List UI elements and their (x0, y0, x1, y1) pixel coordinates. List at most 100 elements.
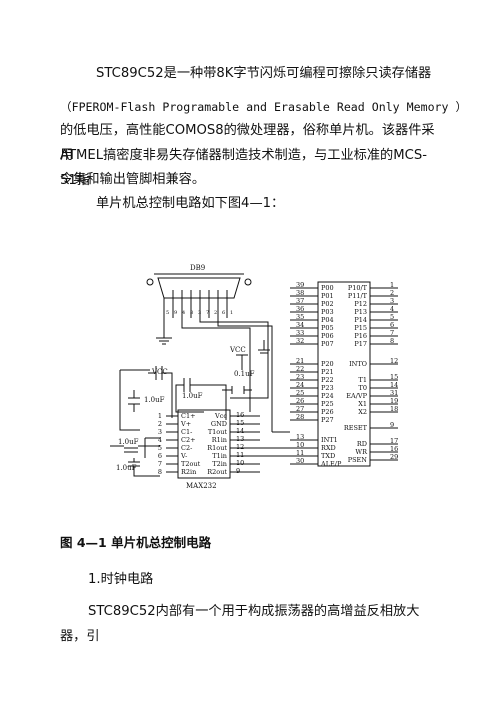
control-circuit-schematic: DB9 MAX232 VCC VCC 1.0uF 1.0uF 0.1uF 1.0… (110, 264, 398, 490)
db9-pin-number: 6 (222, 310, 225, 316)
max232-left-pin-name: C1+ (181, 412, 196, 420)
mcu-left-pin-name: P23 (321, 384, 334, 392)
mcu-left-pin-number: 23 (296, 373, 304, 381)
mcu-left-pin-number: 22 (296, 365, 304, 373)
mcu-left-pin-number: 33 (296, 329, 304, 337)
cap-label-3: 0.1uF (234, 370, 255, 378)
vcc-label-left: VCC (151, 368, 168, 376)
mcu-right-pin-number: 1 (390, 281, 394, 289)
mcu-right-pin-number: 12 (390, 357, 398, 365)
mcu-right-pin-name: P12 (354, 300, 367, 308)
mcu-left-pin-name: P21 (321, 368, 334, 376)
max232-left-pin-number: 4 (158, 436, 162, 444)
mcu-right-pin-number: 14 (390, 381, 398, 389)
mcu-chip (317, 281, 371, 467)
max232-left-pin-number: 3 (158, 428, 162, 436)
mcu-left-pin-number: 27 (296, 405, 304, 413)
mcu-left-pin-name: RXD (321, 444, 336, 452)
mcu-left-pin-name: TXD (321, 452, 335, 460)
mcu-right-pin-name: P16 (354, 332, 367, 340)
mcu-left-pin-number: 38 (296, 289, 304, 297)
mcu-right-pin-number: 4 (390, 305, 394, 313)
max232-left-pin-number: 2 (158, 420, 162, 428)
mcu-right-pin-name: P15 (354, 324, 367, 332)
mcu-left-pin-number: 21 (296, 357, 304, 365)
mcu-right-pin-name: WR (355, 448, 368, 456)
mcu-left-pin-number: 32 (296, 337, 304, 345)
cap-label-5: 1.0uF (116, 464, 137, 472)
max232-right-pin-number: 16 (236, 411, 244, 419)
max232-left-pin-number: 8 (158, 468, 162, 476)
mcu-left-pin-number: 36 (296, 305, 304, 313)
max232-right-pin-number: 9 (236, 467, 240, 475)
mcu-right-pin-number: 2 (390, 289, 394, 297)
mcu-left-pin-name: P24 (321, 392, 334, 400)
db9-pin-number: 7 (206, 310, 209, 316)
db9-pin-number: 2 (214, 310, 217, 316)
max232-right-pin-name: T1out (208, 428, 228, 436)
max232-right-pin-number: 11 (236, 451, 244, 459)
mcu-left-pin-number: 30 (296, 457, 304, 465)
max232-label: MAX232 (186, 482, 217, 490)
mcu-right-pin-name: P14 (354, 316, 367, 324)
mcu-left-pin-name: P27 (321, 416, 334, 424)
max232-right-pin-number: 12 (236, 443, 244, 451)
mcu-left-pin-number: 34 (296, 321, 304, 329)
intro-line-4: ATMEL搞密度非易失存储器制造技术制造，与工业标准的MCS-51指 (60, 148, 427, 188)
max232-right-pin-name: R1in (212, 436, 227, 444)
max232-chip (177, 409, 231, 479)
mcu-right-pin-name: RESET (344, 424, 368, 432)
mcu-right-pin-number: 17 (390, 437, 398, 445)
max232-right-pin-number: 10 (236, 459, 244, 467)
figure-caption: 图 4—1 单片机总控制电路 (60, 535, 212, 550)
vcc-label-top: VCC (229, 346, 246, 354)
cap-label-1: 1.0uF (144, 396, 165, 404)
mcu-right-pin-name: INTO (349, 360, 367, 368)
cap-label-4: 1.0uF (118, 438, 139, 446)
max232-right-pin-name: R2out (207, 468, 227, 476)
max232-left-pin-number: 6 (158, 452, 162, 460)
mcu-right-pin-name: T0 (359, 384, 367, 392)
max232-left-pin-name: R2in (181, 468, 196, 476)
db9-connector-shape (157, 277, 241, 299)
mcu-right-pin-name: P10/T (348, 284, 368, 292)
intro-line-5: 令集和输出管脚相兼容。 (60, 172, 206, 187)
mcu-left-pin-number: 10 (296, 441, 304, 449)
mcu-left-pin-name: ALE/P (320, 460, 342, 468)
db9-pin-number: 4 (182, 310, 185, 316)
mcu-left-pin-number: 25 (296, 389, 304, 397)
mcu-right-pin-number: 15 (390, 373, 398, 381)
mcu-left-pin-name: P00 (321, 284, 334, 292)
mcu-left-pin-name: P01 (321, 292, 334, 300)
section-text: STC89C52内部有一个用于构成振荡器的高增益反相放大器，引 (60, 604, 420, 644)
mcu-right-pin-number: 3 (390, 297, 394, 305)
intro-line-1: STC89C52是一种带8K字节闪烁可编程可擦除只读存储器 (96, 66, 432, 81)
max232-right-pin-name: Vcc (214, 412, 227, 420)
mcu-left-pin-number: 13 (296, 433, 304, 441)
max232-left-pin-name: V- (180, 452, 187, 460)
db9-pin-number: 5 (166, 310, 169, 316)
mcu-left-pin-name: P07 (321, 340, 334, 348)
mcu-left-pin-number: 35 (296, 313, 304, 321)
mcu-left-pin-name: P06 (321, 332, 334, 340)
mcu-left-pin-number: 39 (296, 281, 304, 289)
mcu-left-pin-name: P20 (321, 360, 334, 368)
mcu-right-pin-number: 7 (390, 329, 394, 337)
mcu-left-pin-name: P04 (321, 316, 334, 324)
max232-left-pin-number: 5 (158, 444, 162, 452)
max232-left-pin-name: C1- (181, 428, 192, 436)
mcu-left-pin-name: P02 (321, 300, 334, 308)
max232-right-pin-number: 13 (236, 435, 244, 443)
mcu-right-pin-name: T1 (359, 376, 367, 384)
max232-left-pin-name: T2out (181, 460, 201, 468)
intro-line-2: （FPEROM-Flash Programable and Erasable R… (60, 100, 468, 114)
max232-left-pin-name: V+ (180, 420, 191, 428)
mcu-left-pin-name: P26 (321, 408, 334, 416)
max232-left-pin-name: C2+ (181, 436, 196, 444)
max232-right-pin-name: R1out (207, 444, 227, 452)
mcu-right-pin-name: X1 (358, 400, 367, 408)
max232-right-pin-name: GND (211, 420, 227, 428)
db9-pin-number: 8 (190, 310, 193, 316)
max232-right-pin-number: 14 (236, 427, 244, 435)
cap-label-2: 1.0uF (182, 392, 203, 400)
